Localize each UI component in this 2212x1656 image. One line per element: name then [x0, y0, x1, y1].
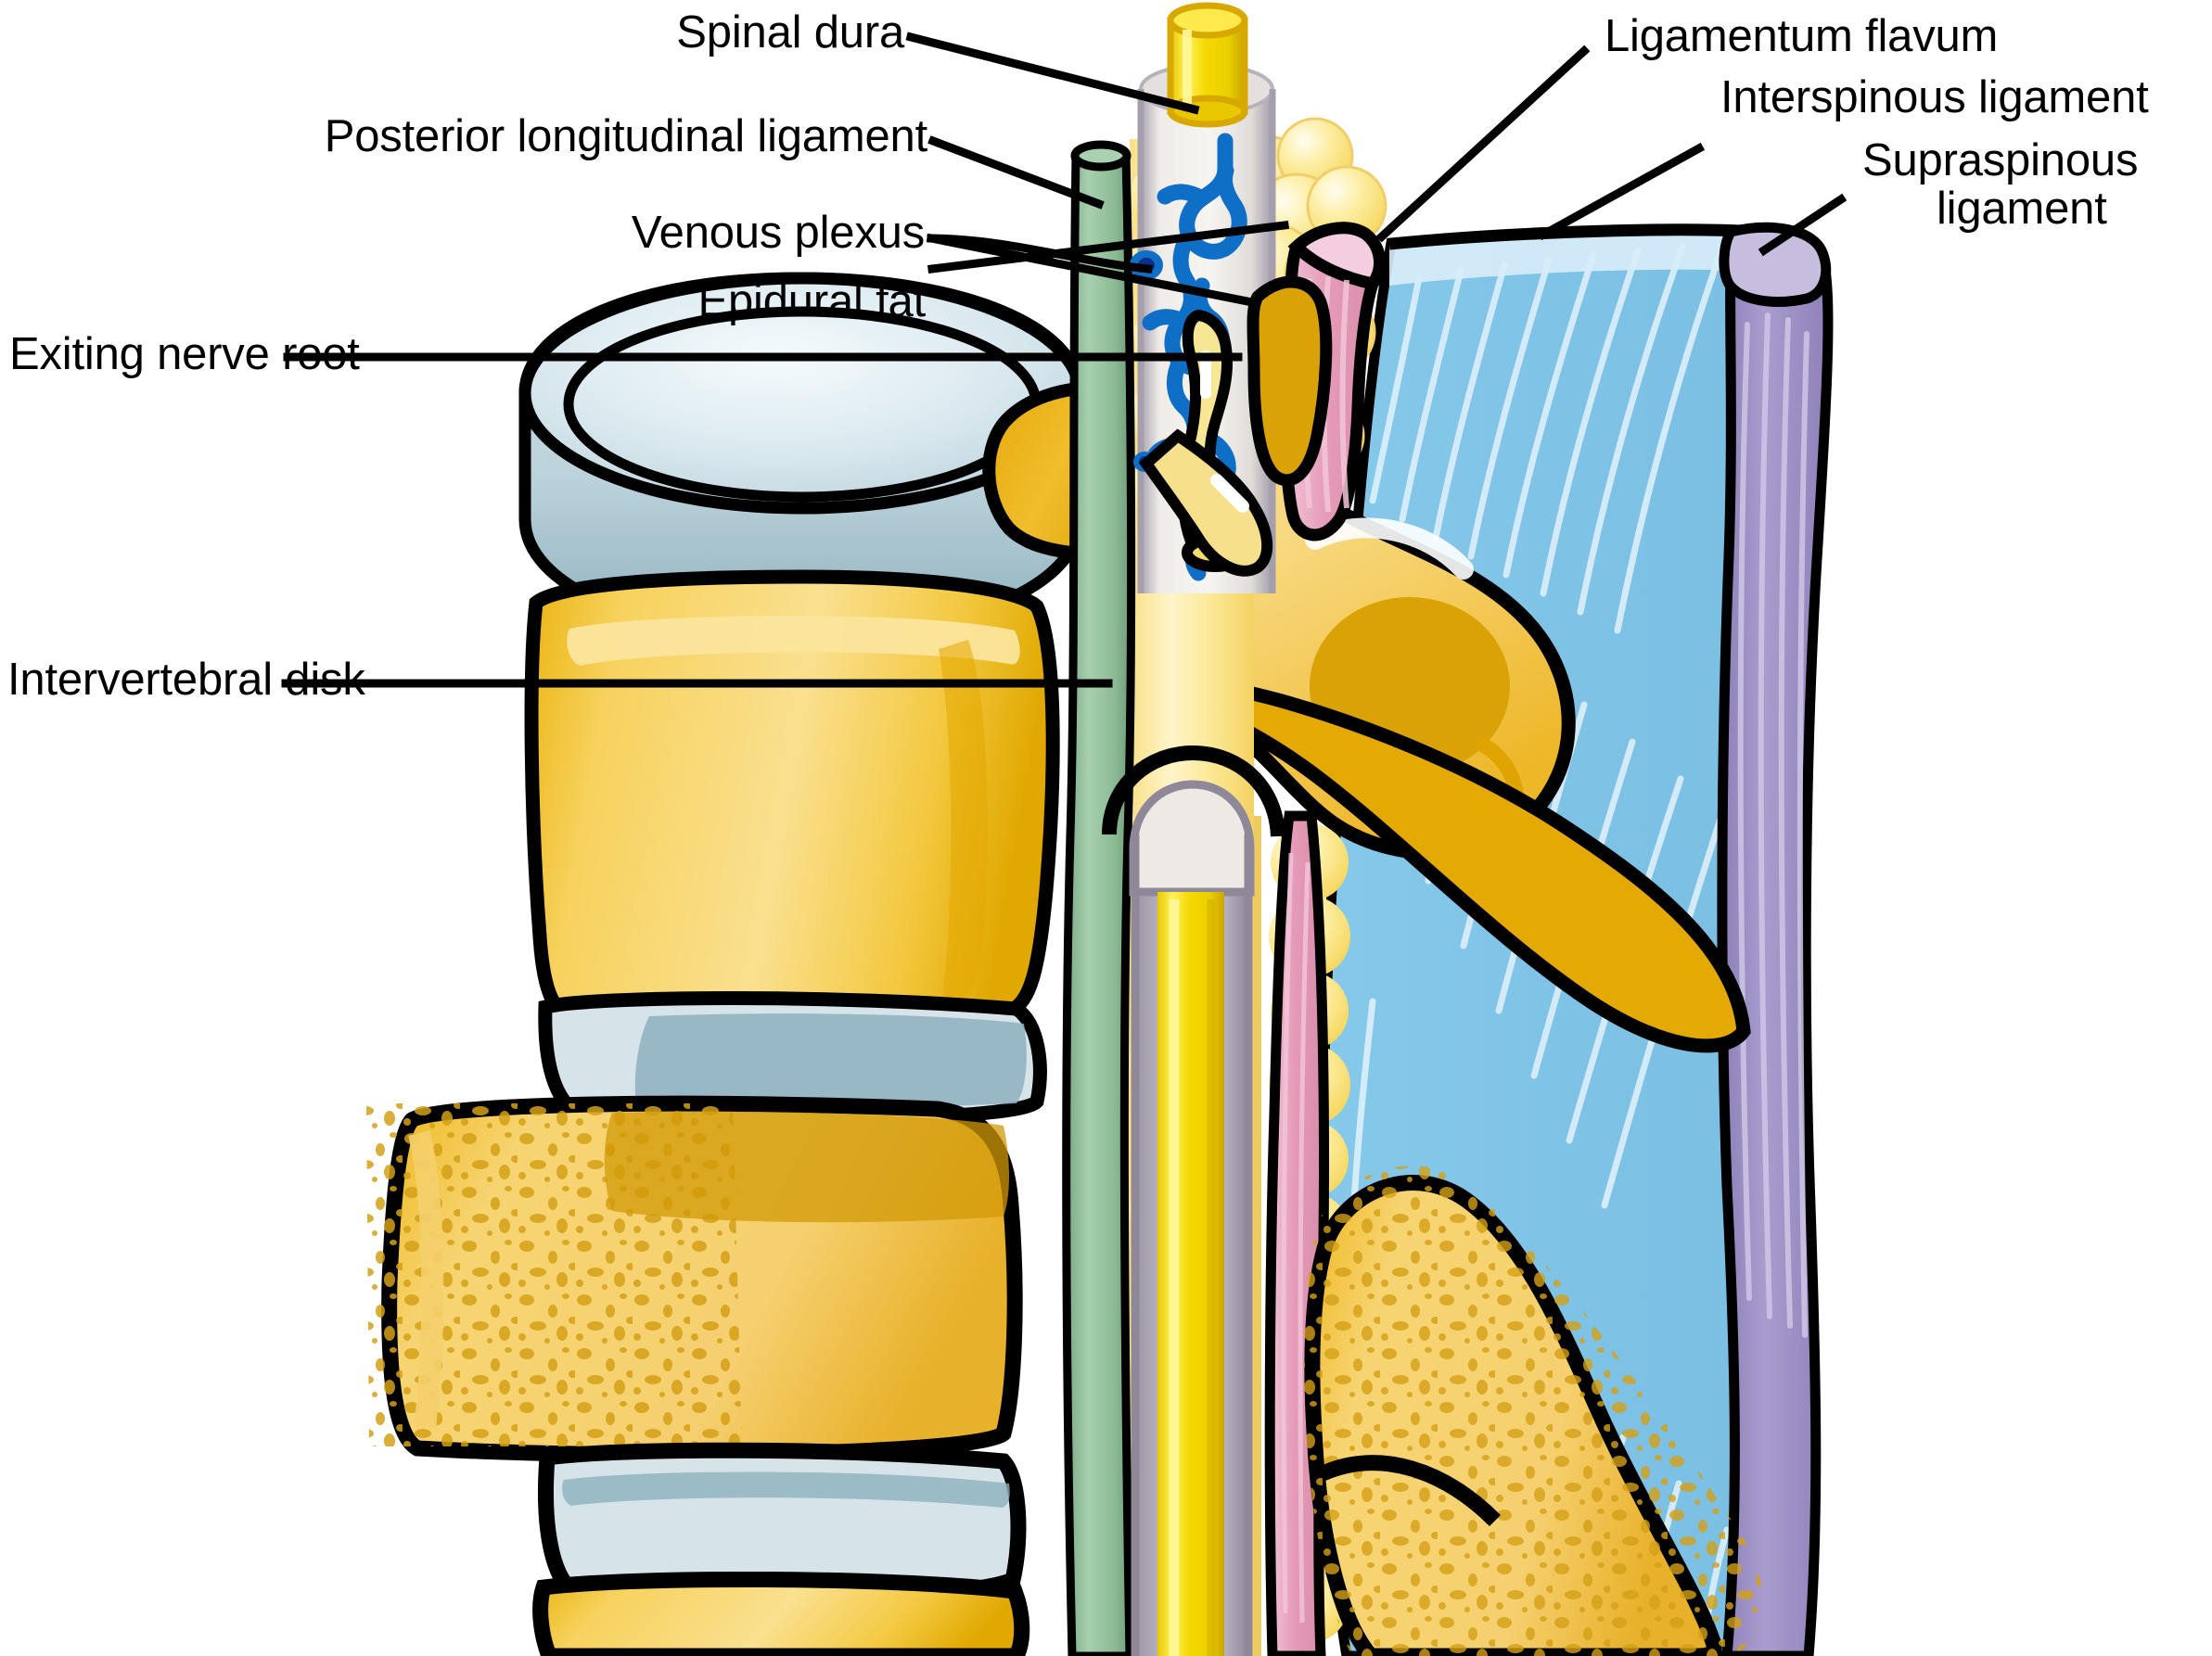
spinous-stub: [1247, 275, 1333, 487]
dura-sheath-lower-cap: [1129, 780, 1255, 897]
lower-vertebral-body: [366, 1095, 1023, 1463]
nerve-root-sleeve: [1139, 428, 1273, 577]
label-supraspinous-ligament-line2: ligament: [1937, 184, 2107, 234]
ligamentum-flavum-top-cap: [1287, 222, 1387, 291]
disk-nucleus-shade: [634, 1013, 1027, 1108]
leader-lines: [281, 32, 1848, 688]
leader-interspinous-ligament: [1537, 142, 1706, 241]
upper-vertebral-body-shade: [939, 640, 989, 1002]
nerve-sleeve-highlight: [1210, 474, 1249, 513]
leader-epidural-fat: [927, 220, 1290, 274]
posterior-longitudinal-ligament-group: [1062, 140, 1136, 1656]
leader-posterior-longitudinal-ligament: [927, 135, 1105, 210]
leader-spinal-dura: [905, 32, 1200, 115]
label-supraspinous-ligament-line1: Supraspinous: [1862, 135, 2139, 185]
spinal-cord-top-ellipse: [1167, 2, 1248, 39]
iap-concavity: [1317, 1455, 1502, 1527]
lower-body-endplate-shade: [604, 1111, 1009, 1223]
spinal-cord-lower: [1157, 892, 1224, 1656]
upper-vertebral-body-highlight: [567, 616, 1020, 666]
label-ligamentum-flavum: Ligamentum flavum: [1605, 11, 1999, 61]
lower-body-left-highlight: [408, 1130, 444, 1430]
label-exiting-nerve-root: Exiting nerve root: [9, 329, 360, 379]
leader-ligamentum-flavum: [1375, 45, 1591, 243]
bottom-vertebral-body: [532, 1571, 1030, 1656]
arch-around-dura-outline: [1102, 745, 1285, 837]
leader-supraspinous-ligament: [1758, 193, 1848, 257]
upper-vertebral-body: [524, 569, 1060, 1031]
posterior-longitudinal-ligament: [1062, 151, 1136, 1656]
label-spinal-dura: Spinal dura: [676, 7, 904, 57]
upper-vertebral-body-shape: [524, 569, 1060, 1031]
label-epidural-fat: Epidural fat: [697, 276, 927, 326]
bottom-vertebral-body-shape: [532, 1571, 1030, 1656]
nerve-root-sleeve-shape: [1139, 428, 1273, 577]
spinous-process-upper-stub: [1247, 275, 1333, 487]
leader-venous-plexus-branch: [927, 234, 1153, 274]
pll-top-cap: [1070, 140, 1132, 172]
leader-venous-plexus: [926, 233, 1253, 307]
lamina-upper: [1093, 669, 1751, 1053]
bottom-disk-band: [562, 1471, 1010, 1508]
supraspinous-ligament: [1717, 224, 1834, 1656]
lamina-shape: [1093, 669, 1751, 1053]
label-intervertebral-disk: Intervertebral disk: [7, 655, 365, 705]
upper-endplate-disk: [518, 272, 1086, 643]
label-posterior-longitudinal-ligament: Posterior longitudinal ligament: [324, 111, 927, 161]
label-venous-plexus: Venous plexus: [631, 208, 925, 258]
spinal-cord-upper: [1167, 2, 1248, 128]
label-interspinous-ligament: Interspinous ligament: [1720, 72, 2149, 122]
supraspinous-ligament-group: [1717, 222, 1834, 1656]
interspinous-ligament-top-band: [1389, 230, 1740, 286]
